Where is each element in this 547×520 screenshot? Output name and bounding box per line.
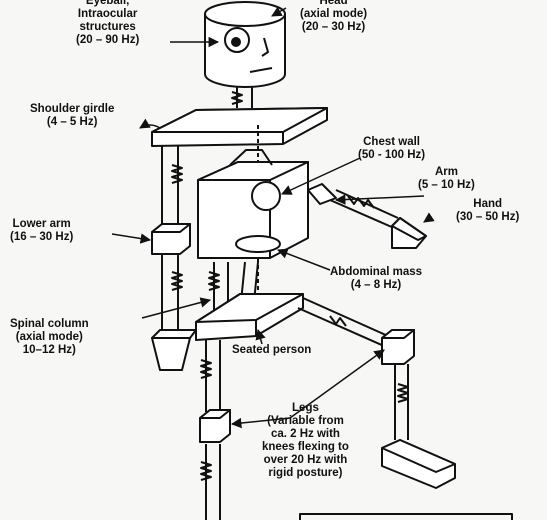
leg-block [199,409,231,443]
label-line: over 20 Hz with [263,454,348,466]
label-hand: Hand (30 – 50 Hz) [456,198,519,224]
label-line: ca. 2 Hz with [270,428,340,440]
chest-box [197,161,309,259]
label-line: (axial mode) [15,331,83,343]
label-line: Arm [434,166,458,178]
label-lower-arm: Lower arm (16 – 30 Hz) [10,218,73,244]
right-arm [307,183,399,229]
label-line: Shoulder girdle [30,103,115,115]
label-line: (4 – 5 Hz) [46,116,98,128]
right-hand-block [391,217,427,249]
label-arm: Arm (5 – 10 Hz) [418,166,475,192]
label-line: (30 – 50 Hz) [456,211,520,223]
label-abdominal-mass: Abdominal mass (4 – 8 Hz) [330,266,422,292]
lower-arm-block [151,223,191,255]
label-legs: Legs (Variable from ca. 2 Hz with knees … [262,402,349,480]
label-line: Seated person [232,344,312,356]
label-seated-person: Seated person [232,344,311,357]
label-shoulder-girdle: Shoulder girdle (4 – 5 Hz) [30,103,114,129]
label-line: (4 – 8 Hz) [350,279,402,291]
label-line: (Variable from [267,415,344,427]
leader-lines [111,6,435,429]
left-arm-springs [161,146,183,332]
shin-spring [394,364,409,440]
neck-spring [231,86,253,108]
label-line: (20 – 30 Hz) [301,21,366,33]
label-line: (axial mode) [300,8,368,20]
label-line: 10–12 Hz) [22,344,76,356]
label-line: (20 – 90 Hz) [76,34,140,46]
seat-block [195,293,304,341]
label-line: Chest wall [363,136,420,148]
left-hand-block [151,329,197,371]
caption-box-edge [299,513,513,520]
knee-block [381,329,415,365]
head-cylinder [204,1,286,88]
label-line: Lower arm [12,218,71,230]
label-line: rigid posture) [268,467,343,479]
abdominal-mass [235,235,281,253]
chest-wall-mass [251,181,281,211]
label-line: (16 – 30 Hz) [10,231,74,243]
label-eyeball: Eyeball, Intraocular structures (20 – 90… [76,0,139,47]
label-line: knees flexing to [262,441,349,453]
label-line: Intraocular [77,8,138,20]
label-chest-wall: Chest wall (50 - 100 Hz) [358,136,425,162]
label-line: Abdominal mass [330,266,423,278]
label-line: (50 - 100 Hz) [358,149,426,161]
label-line: Spinal column [10,318,89,330]
label-spinal-column: Spinal column (axial mode) 10–12 Hz) [10,318,89,357]
thigh-spring [297,297,389,347]
label-line: (5 – 10 Hz) [418,179,475,191]
label-line: Hand [473,198,503,210]
right-foot-block [381,439,456,489]
lower-leg-springs [200,340,221,520]
label-head: Head (axial mode) (20 – 30 Hz) [300,0,367,34]
label-line: Head [319,0,348,7]
label-line: structures [79,21,136,33]
label-line: Eyeball, [85,0,130,7]
label-line: Legs [292,402,319,414]
shoulder-girdle-block [151,107,328,147]
